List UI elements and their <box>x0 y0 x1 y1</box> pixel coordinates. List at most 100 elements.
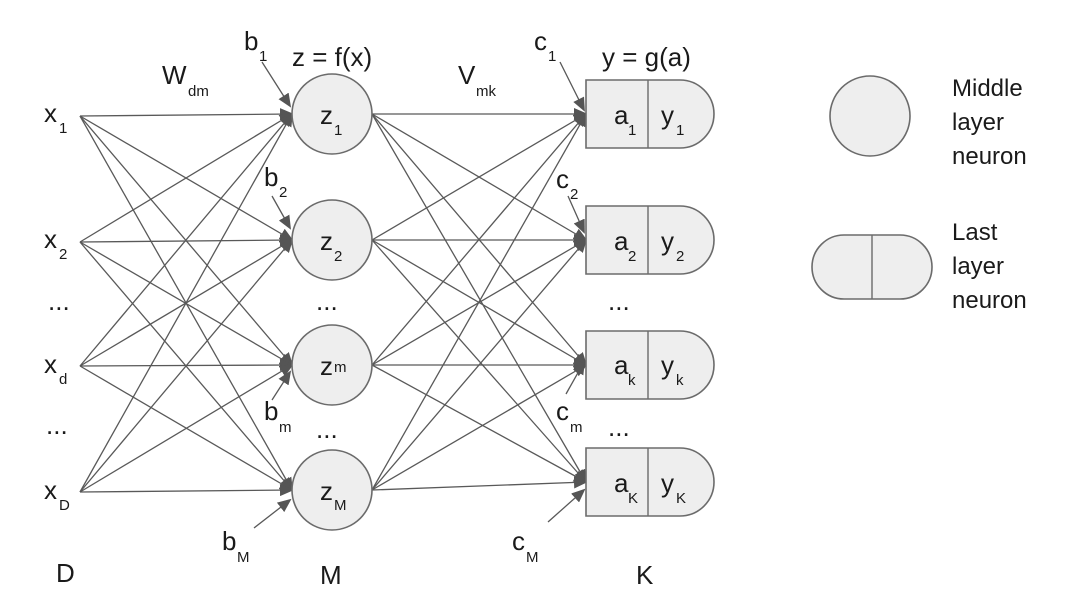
bias-label-sub: 2 <box>279 184 287 201</box>
node-a-label: a <box>614 226 629 256</box>
node-label: z <box>320 226 333 256</box>
weight-label-w: W <box>162 60 187 90</box>
input-label-sub: D <box>59 497 70 514</box>
node-y-sub: 2 <box>676 248 684 265</box>
node-y-sub: K <box>676 490 686 507</box>
middle-neuron: z 2 <box>291 199 373 281</box>
node-label-sub: m <box>334 359 347 376</box>
node-label-sub: 1 <box>334 122 342 139</box>
node-y-sub: 1 <box>676 122 684 139</box>
middle-layer: z 1 z 2 z m z M <box>291 73 373 531</box>
input-to-middle-edges <box>79 108 294 497</box>
bias-label-sub: m <box>570 419 583 436</box>
output-ellipsis: ... <box>608 286 630 316</box>
middle-bias-arrows <box>253 61 292 529</box>
node-label: z <box>320 476 333 506</box>
weight-edge-v <box>371 364 588 483</box>
bias-arrow-c1 <box>559 61 585 112</box>
weight-edge-w <box>79 108 294 121</box>
input-layer: x 1 x 2 x d x D ... ... <box>44 98 70 514</box>
legend-middle-text: neuron <box>952 143 1027 170</box>
output-neuron: a k y k <box>585 330 715 400</box>
bias-label-sub: M <box>237 549 250 566</box>
node-a-sub: 2 <box>628 248 636 265</box>
bias-label-sub: M <box>526 549 539 566</box>
output-neuron: a 2 y 2 <box>585 205 715 275</box>
input-ellipsis: ... <box>46 410 68 440</box>
output-layer: a 1 y 1 a 2 y 2 a k y k a K y K <box>585 79 715 517</box>
weight-label-v-sub: mk <box>476 83 496 100</box>
weight-edge-v <box>371 112 587 491</box>
node-y-sub: k <box>676 372 684 389</box>
node-a-sub: 1 <box>628 122 636 139</box>
output-bias-arrows <box>547 61 586 523</box>
output-ellipsis: ... <box>608 412 630 442</box>
input-label: x <box>44 475 57 505</box>
layer-label-input: D <box>56 558 75 588</box>
bias-arrow-bm <box>271 370 292 401</box>
layer-label-middle: M <box>320 560 342 590</box>
weight-edge-w <box>79 484 294 497</box>
bias-label: c <box>556 396 569 426</box>
layer-label-output: K <box>636 560 654 590</box>
bias-arrow-bM <box>253 498 292 529</box>
input-label-sub: d <box>59 371 67 388</box>
weight-edge-w <box>79 112 293 493</box>
middle-neuron: z m <box>291 324 373 406</box>
bias-arrow-b2 <box>271 195 291 230</box>
node-a-label: a <box>614 350 629 380</box>
node-y-label: y <box>661 350 674 380</box>
weight-label-v: V <box>458 60 476 90</box>
node-a-label: a <box>614 468 629 498</box>
weight-edge-w <box>79 238 294 493</box>
node-label: z <box>320 351 333 381</box>
node-y-label: y <box>661 100 674 130</box>
legend: Middle layer neuron Last layer neuron <box>811 75 1027 314</box>
bias-label: b <box>244 26 258 56</box>
bias-label: c <box>556 164 569 194</box>
node-label-sub: 2 <box>334 248 342 265</box>
bias-arrow-cm <box>565 360 585 395</box>
bias-label: b <box>264 396 278 426</box>
weight-edge-w <box>79 363 294 493</box>
node-a-label: a <box>614 100 629 130</box>
bias-label: c <box>512 526 525 556</box>
input-label: x <box>44 224 57 254</box>
input-label-sub: 1 <box>59 120 67 137</box>
legend-last-text: neuron <box>952 287 1027 314</box>
legend-last-text: layer <box>952 253 1004 280</box>
bias-label: b <box>264 162 278 192</box>
node-label: z <box>320 100 333 130</box>
weight-edge-v <box>371 476 588 491</box>
weight-edge-v <box>371 363 588 491</box>
weight-edge-v <box>371 112 588 241</box>
legend-middle-text: layer <box>952 109 1004 136</box>
bias-label: b <box>222 526 236 556</box>
weight-edge-v <box>371 239 588 484</box>
legend-middle: Middle layer neuron <box>829 75 1027 170</box>
node-y-label: y <box>661 226 674 256</box>
output-neuron: a K y K <box>585 447 715 517</box>
middle-ellipsis: ... <box>316 286 338 316</box>
bias-label-sub: 1 <box>548 48 556 65</box>
bias-arrow-cM <box>547 488 586 523</box>
middle-ellipsis: ... <box>316 414 338 444</box>
weight-edge-w <box>79 112 294 367</box>
weight-edge-v <box>371 112 588 366</box>
input-label-sub: 2 <box>59 246 67 263</box>
node-label-sub: M <box>334 497 347 514</box>
input-label: x <box>44 349 57 379</box>
legend-last: Last layer neuron <box>811 219 1027 314</box>
bias-label-sub: 2 <box>570 186 578 203</box>
middle-to-output-edges <box>371 108 588 491</box>
input-ellipsis: ... <box>48 286 70 316</box>
bias-label-sub: m <box>279 419 292 436</box>
bias-arrow-b1 <box>261 61 292 108</box>
middle-neuron: z 1 <box>291 73 373 155</box>
legend-middle-neuron-icon <box>829 75 911 157</box>
weight-label-w-sub: dm <box>188 83 209 100</box>
node-y-label: y <box>661 468 674 498</box>
legend-middle-text: Middle <box>952 75 1023 102</box>
